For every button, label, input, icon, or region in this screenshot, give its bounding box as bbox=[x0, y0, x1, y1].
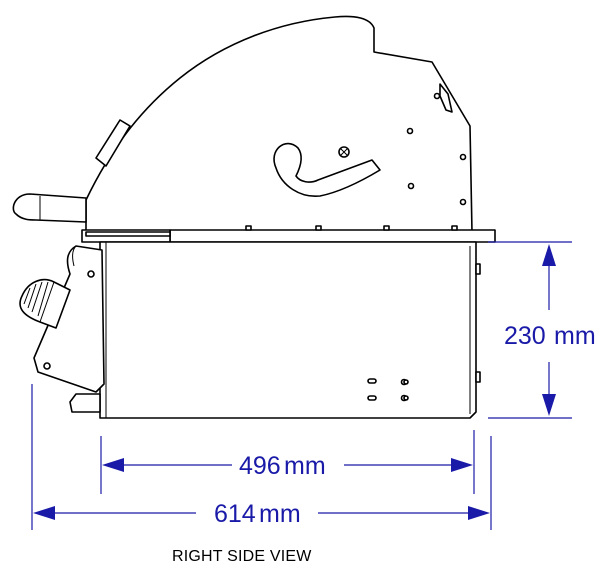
overall-width-value: 614 bbox=[214, 500, 256, 528]
hood-latch bbox=[95, 119, 131, 167]
rivet bbox=[406, 127, 414, 135]
height-dimension: 230 mm bbox=[488, 241, 596, 419]
view-label: RIGHT SIDE VIEW bbox=[172, 548, 312, 565]
overall-width-unit: mm bbox=[259, 500, 301, 528]
lower-body bbox=[99, 241, 477, 419]
rivet bbox=[433, 92, 441, 100]
rivet bbox=[459, 198, 467, 206]
arrow-left bbox=[102, 458, 124, 472]
height-value: 230 bbox=[504, 322, 546, 350]
machine-outline bbox=[12, 15, 496, 419]
arrow-right bbox=[468, 506, 490, 520]
arrow-right bbox=[451, 458, 473, 472]
panel-screw bbox=[87, 270, 95, 278]
height-unit: mm bbox=[554, 322, 596, 350]
overall-width-dimension: 614 mm bbox=[31, 384, 492, 530]
foot-bracket bbox=[69, 393, 101, 413]
side-handle bbox=[12, 193, 87, 223]
rivet bbox=[459, 153, 467, 161]
arrow-down bbox=[542, 394, 556, 416]
inner-width-dimension: 496 mm bbox=[100, 430, 475, 494]
emergency-knob bbox=[19, 278, 71, 329]
inner-width-value: 496 bbox=[239, 452, 281, 480]
arrow-up bbox=[542, 244, 556, 266]
top-hood bbox=[85, 15, 473, 233]
hood-hinge-notch bbox=[273, 142, 381, 197]
inner-width-unit: mm bbox=[284, 452, 326, 480]
panel-screw bbox=[43, 362, 51, 370]
slot bbox=[367, 378, 377, 384]
top-rail bbox=[169, 229, 496, 243]
front-panel bbox=[33, 245, 105, 393]
hood-clip bbox=[439, 83, 453, 113]
slot bbox=[367, 395, 377, 401]
arrow-left bbox=[33, 506, 55, 520]
rivet bbox=[407, 182, 415, 190]
